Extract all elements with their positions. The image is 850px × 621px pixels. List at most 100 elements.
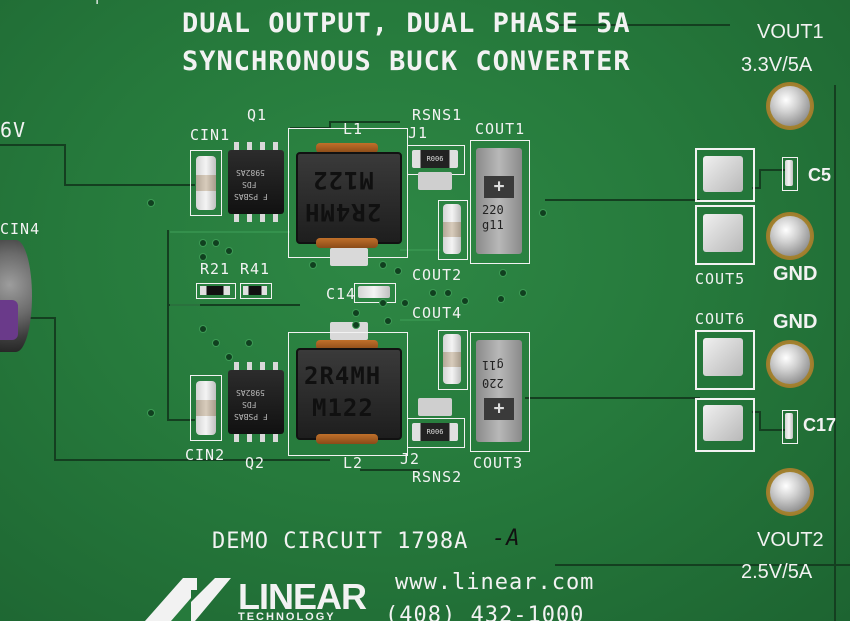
gnd-bottom-terminal[interactable] xyxy=(770,344,810,384)
l1-label: L1 xyxy=(343,120,364,138)
via-hole xyxy=(200,240,206,246)
via-hole xyxy=(498,296,504,302)
cout3-outline xyxy=(470,332,530,452)
vout2-rating-label: 2.5V/5A xyxy=(741,561,813,583)
via-hole xyxy=(213,240,219,246)
c14-capacitor xyxy=(358,286,390,298)
via-hole xyxy=(226,248,232,254)
c14-outline xyxy=(354,283,396,303)
r41-outline xyxy=(240,283,272,299)
cin1-outline xyxy=(190,150,222,216)
via-hole xyxy=(148,200,154,206)
q2-brand: FDS xyxy=(242,400,257,409)
website-label: www.linear.com xyxy=(395,570,595,595)
cout2-outline xyxy=(438,200,468,260)
cout3-value: 220 xyxy=(482,376,504,390)
q2-mosfet: 5982AS FDS F PSBAS xyxy=(228,362,284,442)
cin1-label: CIN1 xyxy=(190,126,231,144)
cin2-outline xyxy=(190,375,222,441)
cout6-upper-pad xyxy=(703,338,743,376)
c5-label: C5 xyxy=(808,165,832,185)
l1-marking-line2: 2R4MH xyxy=(304,198,382,226)
j2-label: J2 xyxy=(400,450,421,468)
r41-resistor xyxy=(243,286,267,295)
q2-label: Q2 xyxy=(245,454,266,472)
l1-winding xyxy=(316,143,378,153)
board-title-line2: SYNCHRONOUS BUCK CONVERTER xyxy=(182,46,631,77)
l2-winding-top xyxy=(316,340,378,350)
cout1-capacitor: + 220 g11 xyxy=(476,148,522,254)
via-hole xyxy=(353,310,359,316)
cout5-lower-pad xyxy=(703,214,743,252)
l2-label: L2 xyxy=(343,454,364,472)
via-hole xyxy=(246,340,252,346)
via-hole xyxy=(380,262,386,268)
j1-label: J1 xyxy=(408,124,429,142)
via-hole xyxy=(200,326,206,332)
cout3-code: g11 xyxy=(482,358,504,372)
cout1-polarity: + xyxy=(484,176,514,198)
vout1-terminal[interactable] xyxy=(770,86,810,126)
r21-outline xyxy=(196,283,236,299)
phone-label: (408) 432-1000 xyxy=(385,603,585,621)
q1-brand: FDS xyxy=(242,180,257,189)
q1-part-code: 5982AS xyxy=(236,168,265,177)
c5-outline xyxy=(782,157,798,191)
l2-winding-bottom xyxy=(316,434,378,444)
l2-marking-line2: M122 xyxy=(312,394,374,422)
cout6-label: COUT6 xyxy=(695,310,746,328)
cout6-lower-pad xyxy=(703,405,743,441)
linear-logo-subtext: TECHNOLOGY xyxy=(238,611,336,621)
rsns1-code: R006 xyxy=(426,155,444,163)
cout6-lower-outline xyxy=(695,398,755,452)
c17-label: C17 xyxy=(803,415,837,435)
rsns2-outline xyxy=(407,418,465,448)
cout1-outline xyxy=(470,140,530,264)
l2-outline xyxy=(288,332,408,456)
cout6-upper-outline xyxy=(695,330,755,390)
l1-marking-line1: M122 xyxy=(312,166,374,194)
demo-circuit-label: DEMO CIRCUIT 1798A xyxy=(212,529,469,554)
rsns2-label: RSNS2 xyxy=(412,468,463,486)
r21-label: R21 xyxy=(200,260,231,278)
via-hole xyxy=(402,300,408,306)
gnd-bottom-label: GND xyxy=(773,311,818,333)
l2-marking-line1: 2R4MH xyxy=(304,362,382,390)
cout4-label: COUT4 xyxy=(412,304,463,322)
linear-logo-text: LINEAR xyxy=(238,576,367,617)
via-hole xyxy=(385,318,391,324)
via-hole xyxy=(213,340,219,346)
cout2-capacitor xyxy=(443,204,461,254)
rsns1-label: RSNS1 xyxy=(412,106,463,124)
q2-part-code: 5982AS xyxy=(236,388,265,397)
cin2-capacitor xyxy=(196,381,216,435)
gnd-top-terminal[interactable] xyxy=(770,216,810,256)
l1-pad xyxy=(330,248,368,266)
via-hole xyxy=(310,262,316,268)
via-hole xyxy=(353,322,359,328)
input-electrolytic-capacitor xyxy=(0,240,32,352)
cin4-label: CIN4 xyxy=(0,220,41,238)
cout3-capacitor: g11 220 + xyxy=(476,340,522,442)
cin1-capacitor xyxy=(196,156,216,210)
via-hole xyxy=(430,290,436,296)
rsns2-code: R006 xyxy=(426,428,444,436)
l2-inductor: 2R4MH M122 xyxy=(296,348,402,440)
rsns1-resistor: R006 xyxy=(412,150,458,168)
cout3-polarity: + xyxy=(484,398,514,420)
via-hole xyxy=(148,410,154,416)
q1-mosfet: 5982AS FDS F PSBAS xyxy=(228,142,284,222)
via-hole xyxy=(445,290,451,296)
board-title-line1: DUAL OUTPUT, DUAL PHASE 5A xyxy=(182,8,631,39)
l1-winding-bottom xyxy=(316,238,378,248)
cout3-label: COUT3 xyxy=(473,454,524,472)
cout4-capacitor xyxy=(443,334,461,384)
c17-outline xyxy=(782,410,798,444)
vout2-terminal[interactable] xyxy=(770,472,810,512)
cout5-upper-outline xyxy=(695,148,755,202)
l1-inductor: M122 2R4MH xyxy=(296,152,402,244)
rsns2-resistor: R006 xyxy=(412,423,458,441)
via-hole xyxy=(540,210,546,216)
via-hole xyxy=(226,354,232,360)
